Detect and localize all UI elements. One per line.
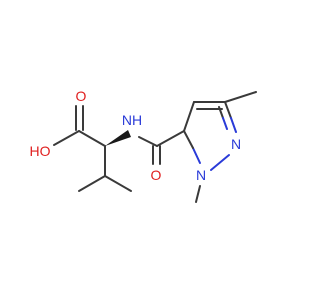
bond-c3-n2-second-line [218,106,224,119]
bond-layer [53,91,257,203]
bond-c3-n2-second-nitrogen [222,117,228,130]
chemical-structure-diagram: O HO NH O N N [30,88,257,203]
atom-amide-nitrogen: NH [122,112,142,128]
atom-hydroxyl: HO [30,143,51,159]
bond-c3-n2-carbon-part [224,101,232,119]
bond-carboxyl-c-alpha [78,130,106,147]
atom-label-layer: O HO NH O N N [30,88,242,183]
hetero-bond-layer [183,101,237,171]
bond-n2-n1 [210,154,230,171]
atom-pyrazole-n2: N [231,136,241,152]
bond-n1-c5-nitrogen-part [192,147,201,164]
atom-amide-oxygen: O [151,167,162,183]
atom-pyrazole-n1: N [196,167,206,183]
bond-carboxyl-c-oh [53,130,80,146]
bond-ch-methyl-right [104,175,132,192]
bond-amide-c-ring [156,130,185,147]
bond-ring-c5-c4 [183,101,195,132]
atom-carboxyl-oxygen: O [76,88,87,104]
bond-n1-c5-carbon-part [183,130,194,149]
bond-c3-methyl [224,91,257,103]
bond-c3-n2-nitrogen-part [230,117,237,133]
bond-n1-methyl [195,185,201,203]
bond-ch-methyl-left [78,175,106,192]
stereo-wedge-bond [105,130,131,146]
bond-nh-amide-c [138,136,158,147]
